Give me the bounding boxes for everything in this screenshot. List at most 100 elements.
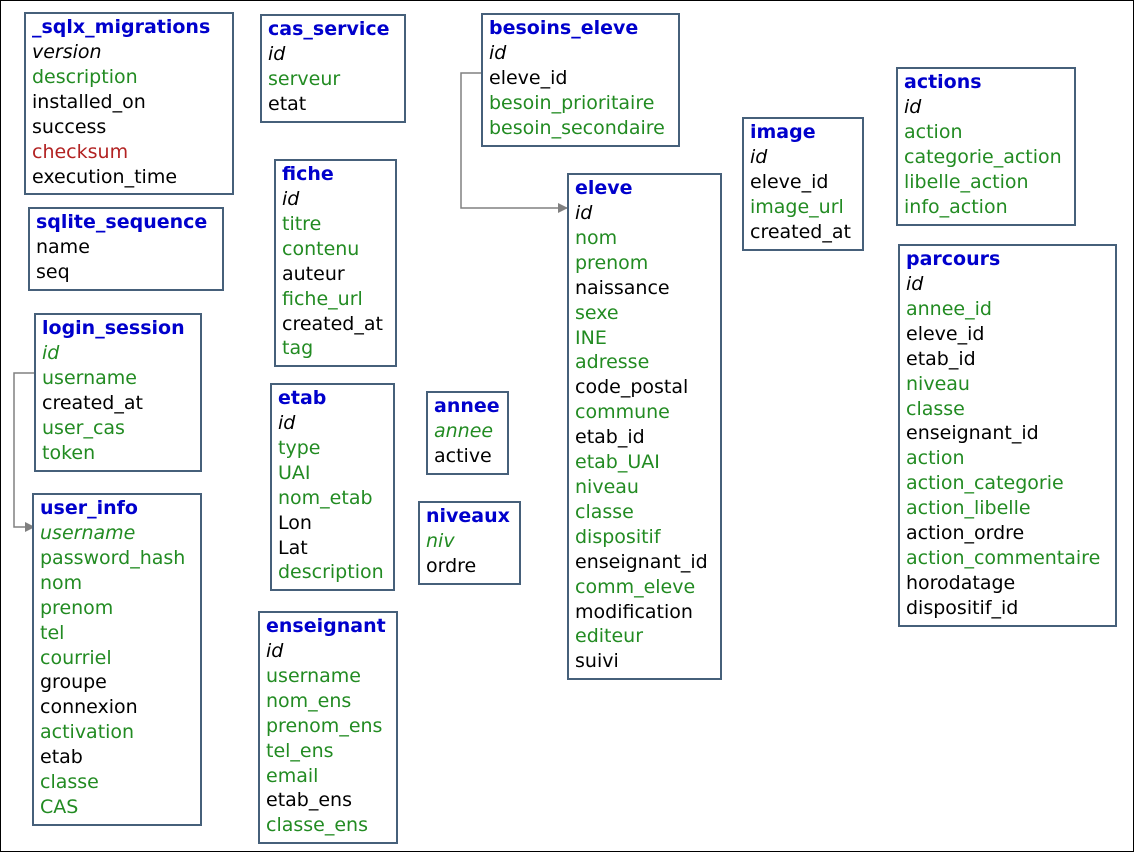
field-description: description bbox=[278, 561, 384, 584]
field-enseignant-id: enseignant_id bbox=[575, 550, 708, 573]
field-code-postal: code_postal bbox=[575, 376, 689, 399]
field-ordre: ordre bbox=[426, 554, 477, 577]
field-id: id bbox=[575, 202, 593, 224]
field-eleve-id: eleve_id bbox=[750, 170, 829, 193]
field-etab-ens: etab_ens bbox=[266, 789, 352, 812]
field-niveau: niveau bbox=[906, 372, 970, 395]
field-sexe: sexe bbox=[575, 301, 619, 324]
field-uai: UAI bbox=[278, 461, 311, 484]
field-id: id bbox=[282, 188, 300, 210]
field-execution-time: execution_time bbox=[32, 165, 178, 188]
field-etab: etab bbox=[40, 746, 83, 769]
field-seq: seq bbox=[36, 260, 70, 283]
table-title: _sqlx_migrations bbox=[32, 16, 211, 38]
field-dispositif-id: dispositif_id bbox=[906, 596, 1019, 619]
table-title: annee bbox=[434, 395, 500, 417]
field-auteur: auteur bbox=[282, 262, 345, 285]
field-username: username bbox=[40, 522, 136, 544]
field-nom: nom bbox=[40, 571, 83, 594]
field-info-action: info_action bbox=[904, 195, 1008, 218]
field-action-commentaire: action_commentaire bbox=[906, 546, 1101, 569]
field-id: id bbox=[266, 640, 284, 662]
field-annee-id: annee_id bbox=[906, 297, 992, 320]
field-annee: annee bbox=[434, 420, 494, 442]
table-title: fiche bbox=[282, 163, 334, 185]
table-title: parcours bbox=[906, 248, 1001, 270]
field-suivi: suivi bbox=[575, 650, 619, 673]
table-title: etab bbox=[278, 387, 327, 409]
field-token: token bbox=[42, 441, 96, 464]
field-checksum: checksum bbox=[32, 140, 129, 163]
field-nom-ens: nom_ens bbox=[266, 689, 352, 712]
field-classe-ens: classe_ens bbox=[266, 814, 368, 837]
field-fiche-url: fiche_url bbox=[282, 287, 363, 310]
field-niveau: niveau bbox=[575, 475, 639, 498]
field-modification: modification bbox=[575, 600, 693, 623]
field-titre: titre bbox=[282, 212, 322, 235]
field-comm-eleve: comm_eleve bbox=[575, 575, 696, 598]
field-horodatage: horodatage bbox=[906, 571, 1016, 594]
field-connexion: connexion bbox=[40, 696, 138, 719]
field-id: id bbox=[42, 342, 60, 364]
field-libelle-action: libelle_action bbox=[904, 170, 1029, 193]
table-title: sqlite_sequence bbox=[36, 211, 208, 233]
field-email: email bbox=[266, 764, 319, 787]
field-commune: commune bbox=[575, 401, 670, 424]
field-action: action bbox=[904, 120, 963, 143]
table-title: niveaux bbox=[426, 505, 510, 527]
field-tel: tel bbox=[40, 621, 65, 644]
field-username: username bbox=[266, 664, 361, 687]
field-cas: CAS bbox=[40, 795, 79, 818]
table-title: user_info bbox=[40, 497, 138, 519]
field-user-cas: user_cas bbox=[42, 416, 125, 439]
field-activation: activation bbox=[40, 721, 135, 744]
field-editeur: editeur bbox=[575, 625, 644, 648]
field-action-categorie: action_categorie bbox=[906, 472, 1064, 495]
field-lon: Lon bbox=[278, 511, 312, 534]
field-dispositif: dispositif bbox=[575, 525, 661, 548]
field-classe: classe bbox=[40, 771, 99, 794]
field-id: id bbox=[278, 412, 296, 434]
table-title: enseignant bbox=[266, 615, 386, 637]
relation-login-session-to-user-info bbox=[13, 372, 35, 532]
table-title: actions bbox=[904, 71, 982, 93]
field-etab-id: etab_id bbox=[906, 347, 976, 370]
field-prenom-ens: prenom_ens bbox=[266, 714, 383, 737]
field-nom-etab: nom_etab bbox=[278, 486, 373, 509]
table-title: cas_service bbox=[268, 18, 390, 40]
field-lat: Lat bbox=[278, 536, 308, 559]
field-etab-uai: etab_UAI bbox=[575, 451, 660, 474]
field-created-at: created_at bbox=[750, 220, 851, 243]
field-prenom: prenom bbox=[575, 251, 649, 274]
field-eleve-id: eleve_id bbox=[906, 322, 985, 345]
field-classe: classe bbox=[575, 500, 634, 523]
field-adresse: adresse bbox=[575, 351, 650, 374]
field-description: description bbox=[32, 65, 138, 88]
field-ine: INE bbox=[575, 326, 607, 349]
field-eleve-id: eleve_id bbox=[489, 66, 568, 89]
table-title: eleve bbox=[575, 177, 633, 199]
field-etat: etat bbox=[268, 92, 307, 115]
field-username: username bbox=[42, 366, 137, 389]
field-id: id bbox=[906, 273, 924, 295]
relation-besoins-eleve-to-eleve bbox=[460, 72, 568, 213]
field-enseignant-id: enseignant_id bbox=[906, 422, 1039, 445]
field-besoin-secondaire: besoin_secondaire bbox=[489, 116, 665, 139]
